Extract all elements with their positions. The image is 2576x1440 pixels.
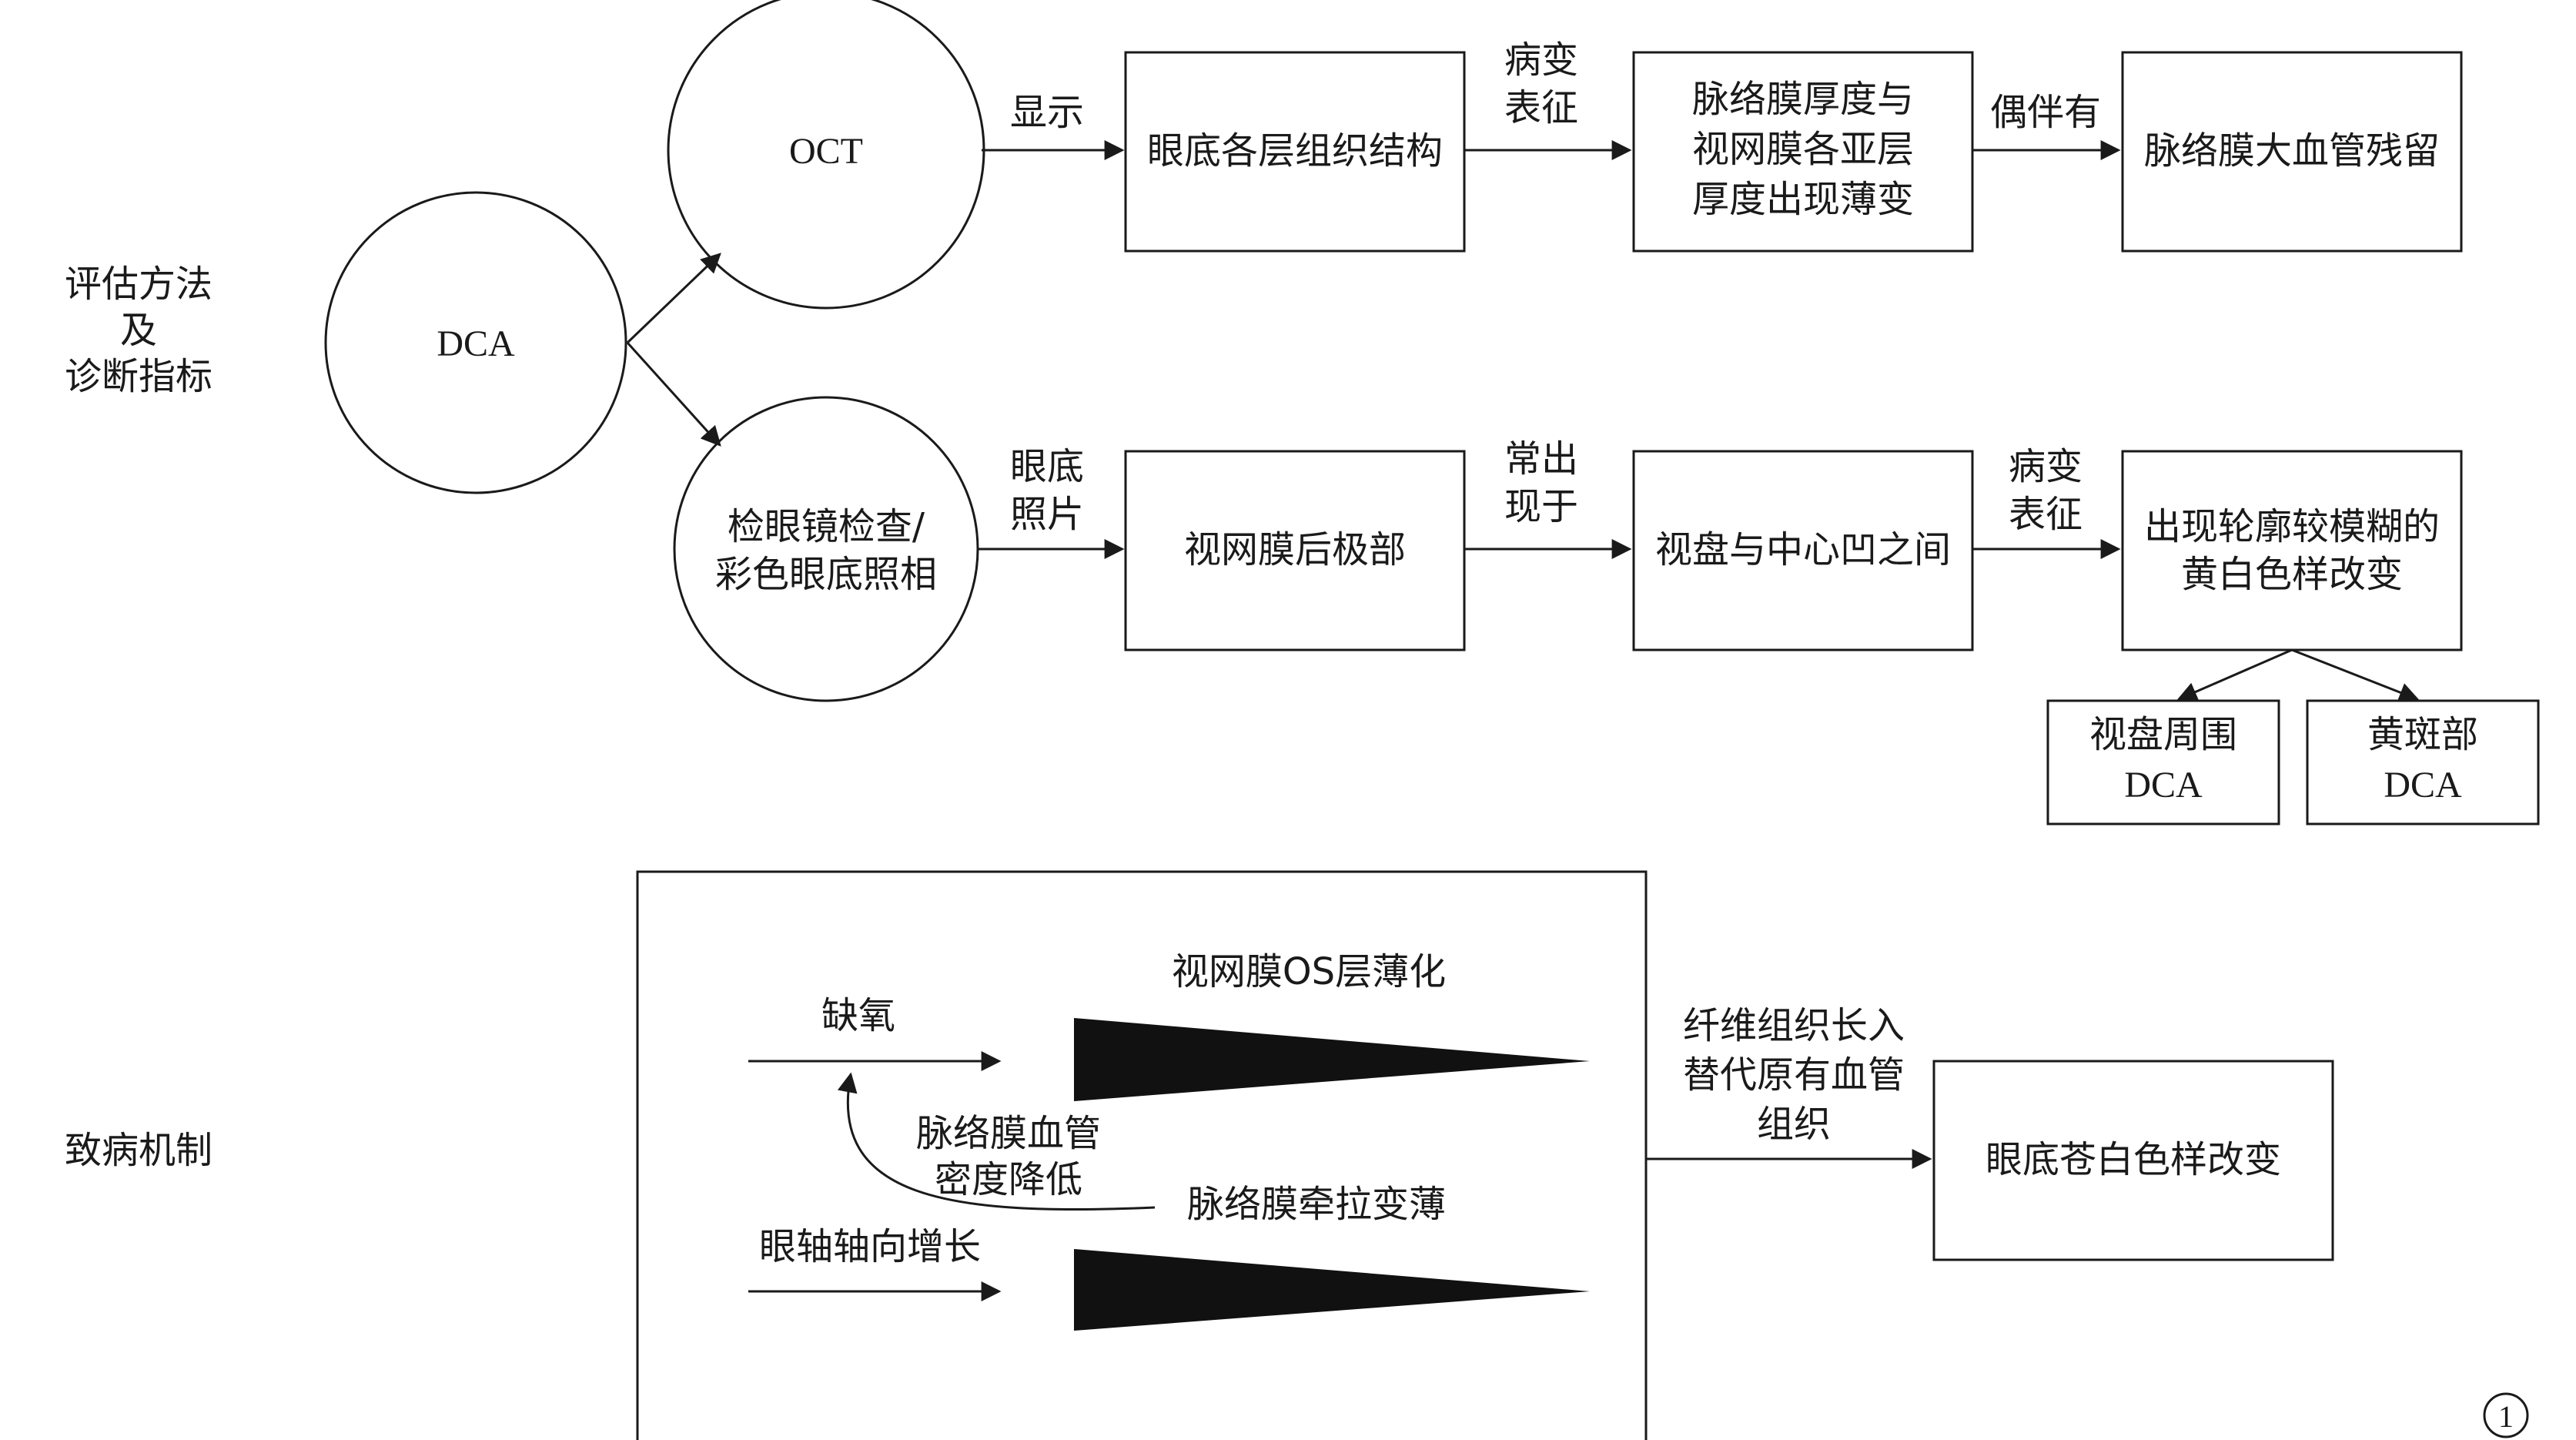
lesion1-edge-label-line1: 病变 [1504, 39, 1578, 82]
choroid-vessels-label: 脉络膜大血管残留 [2144, 129, 2440, 172]
often-edge-label-line2: 现于 [1504, 485, 1578, 528]
posterior-pole-label: 视网膜后极部 [1184, 528, 1406, 571]
dca-to-fundus-exam-arrow [626, 341, 721, 447]
section-label-eval-line1: 评估方法 [65, 263, 212, 306]
panel-number-circle [2483, 1392, 2529, 1438]
yellow-white-box [2121, 450, 2463, 651]
fundus-layers-label: 眼底各层组织结构 [1147, 129, 1443, 172]
choroid-vessels-box [2121, 51, 2463, 253]
axial-label: 眼轴轴向增长 [759, 1225, 981, 1268]
photo-edge-label-line2: 照片 [1010, 493, 1084, 536]
density-label-line2: 密度降低 [935, 1158, 1082, 1201]
accompany-edge-label: 偶伴有 [1990, 91, 2101, 134]
section-label-eval-line2: 及 [120, 309, 157, 352]
macular-label-line1: 黄斑部 [2367, 713, 2478, 756]
section-label-eval: 评估方法 及 诊断指标 [65, 263, 212, 398]
fibrosis-edge-label-line1: 纤维组织长入 [1683, 1004, 1905, 1047]
peripapillary-label-line1: 视盘周围 [2089, 713, 2237, 756]
section-label-eval-line3: 诊断指标 [65, 355, 212, 398]
fibrosis-edge-label-line2: 替代原有血管 [1683, 1053, 1905, 1097]
fundus-layers-box [1124, 51, 1466, 253]
hypoxia-label: 缺氧 [821, 994, 895, 1037]
fundus-exam-label-line1: 检眼镜检查/ [728, 505, 925, 548]
macular-box [2306, 699, 2540, 825]
pale-fundus-label: 眼底苍白色样改变 [1986, 1138, 2281, 1181]
axial-wedge [1074, 1249, 1590, 1331]
density-label-line1: 脉络膜血管 [916, 1112, 1101, 1155]
choroid-thinning-box [1632, 51, 1974, 253]
disc-fovea-box [1632, 450, 1974, 651]
to-peripapillary-arrow [2176, 648, 2293, 702]
to-macular-arrow [2291, 648, 2420, 702]
show-edge-label: 显示 [1010, 91, 1084, 134]
retina-os-label: 视网膜OS层薄化 [1172, 950, 1446, 993]
lesion2-edge-label-line2: 表征 [2009, 493, 2083, 536]
pale-fundus-box [1932, 1060, 2334, 1261]
often-edge-label-line1: 常出 [1504, 437, 1578, 481]
dca-circle [324, 191, 627, 494]
mechanism-panel [636, 870, 1648, 1440]
photo-edge-label-line1: 眼底 [1010, 445, 1084, 488]
choroid-thinning-label-line3: 厚度出现薄变 [1692, 178, 1914, 221]
lesion1-edge-label-line2: 表征 [1504, 86, 1578, 129]
macular-label-line2: DCA [2384, 765, 2462, 805]
retina-os-wedge [1074, 1018, 1590, 1101]
traction-label: 脉络膜牵拉变薄 [1187, 1183, 1446, 1226]
fundus-exam-label-line2: 彩色眼底照相 [715, 553, 937, 596]
yellow-white-label-line1: 出现轮廓较模糊的 [2144, 505, 2440, 548]
disc-fovea-label: 视盘与中心凹之间 [1655, 528, 1951, 571]
choroid-thinning-label-line1: 脉络膜厚度与 [1692, 78, 1914, 121]
fundus-exam-circle [673, 396, 979, 702]
posterior-pole-box [1124, 450, 1466, 651]
section-label-mechanism: 致病机制 [65, 1129, 212, 1172]
fibrosis-edge-label-line3: 组织 [1757, 1103, 1831, 1146]
dca-to-oct-arrow [626, 253, 721, 344]
yellow-white-label-line2: 黄白色样改变 [2181, 553, 2403, 596]
peripapillary-label-line2: DCA [2124, 765, 2203, 805]
lesion2-edge-label-line1: 病变 [2009, 445, 2083, 488]
traction-to-hypoxia-curve [837, 1072, 1156, 1211]
dca-label: DCA [437, 323, 515, 364]
choroid-thinning-label-line2: 视网膜各亚层 [1692, 128, 1914, 171]
oct-label: OCT [789, 131, 863, 172]
peripapillary-box [2046, 699, 2280, 825]
panel-number: 1 [2498, 1399, 2514, 1434]
